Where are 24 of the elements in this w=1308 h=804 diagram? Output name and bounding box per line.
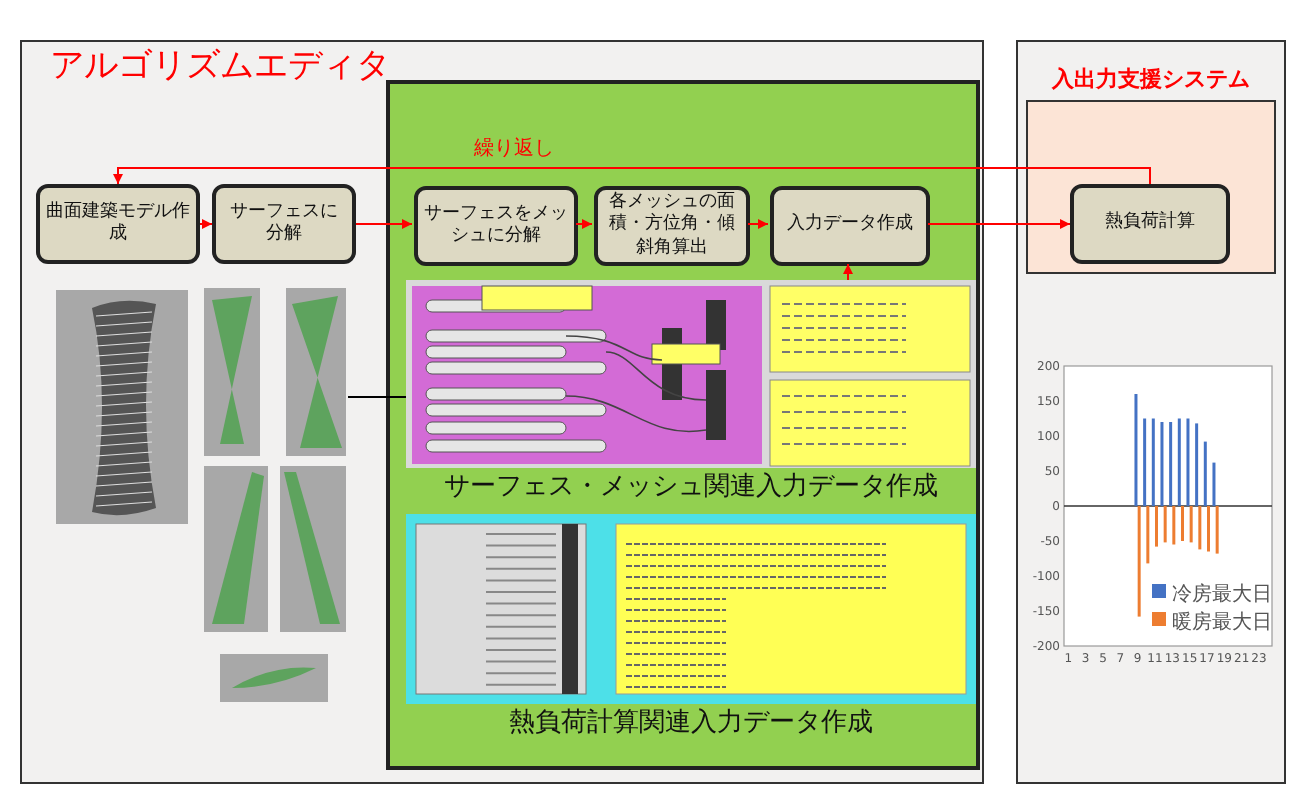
process-box: 曲面建築モデル作成 [36, 184, 200, 264]
arrow [843, 263, 853, 281]
arrow [575, 219, 593, 229]
process-box: 入力データ作成 [770, 186, 930, 266]
arrow [747, 219, 769, 229]
panel-caption: 熱負荷計算関連入力データ作成 [509, 706, 873, 742]
panel-caption: サーフェス・メッシュ関連入力データ作成 [444, 470, 938, 506]
arrow [113, 167, 1151, 185]
process-box: 熱負荷計算 [1070, 184, 1230, 264]
arrow [927, 219, 1071, 229]
legend-label: 暖房最大日 [1172, 610, 1272, 634]
legend-entry: 冷房最大日 [1152, 584, 1272, 606]
legend-entry: 暖房最大日 [1152, 612, 1272, 634]
process-box: 各メッシュの面積・方位角・傾斜角算出 [594, 186, 750, 266]
process-box: サーフェスに分解 [212, 184, 356, 264]
arrow [355, 219, 413, 229]
group-panel [1026, 100, 1276, 274]
panel [20, 40, 984, 784]
group-panel [386, 80, 980, 770]
legend-label: 冷房最大日 [1172, 582, 1272, 606]
panel-title: 入出力支援システム [1050, 66, 1252, 94]
arrow [199, 219, 213, 229]
panel-title: アルゴリズムエディタ [50, 46, 390, 89]
process-box: サーフェスをメッシュに分解 [414, 186, 578, 266]
